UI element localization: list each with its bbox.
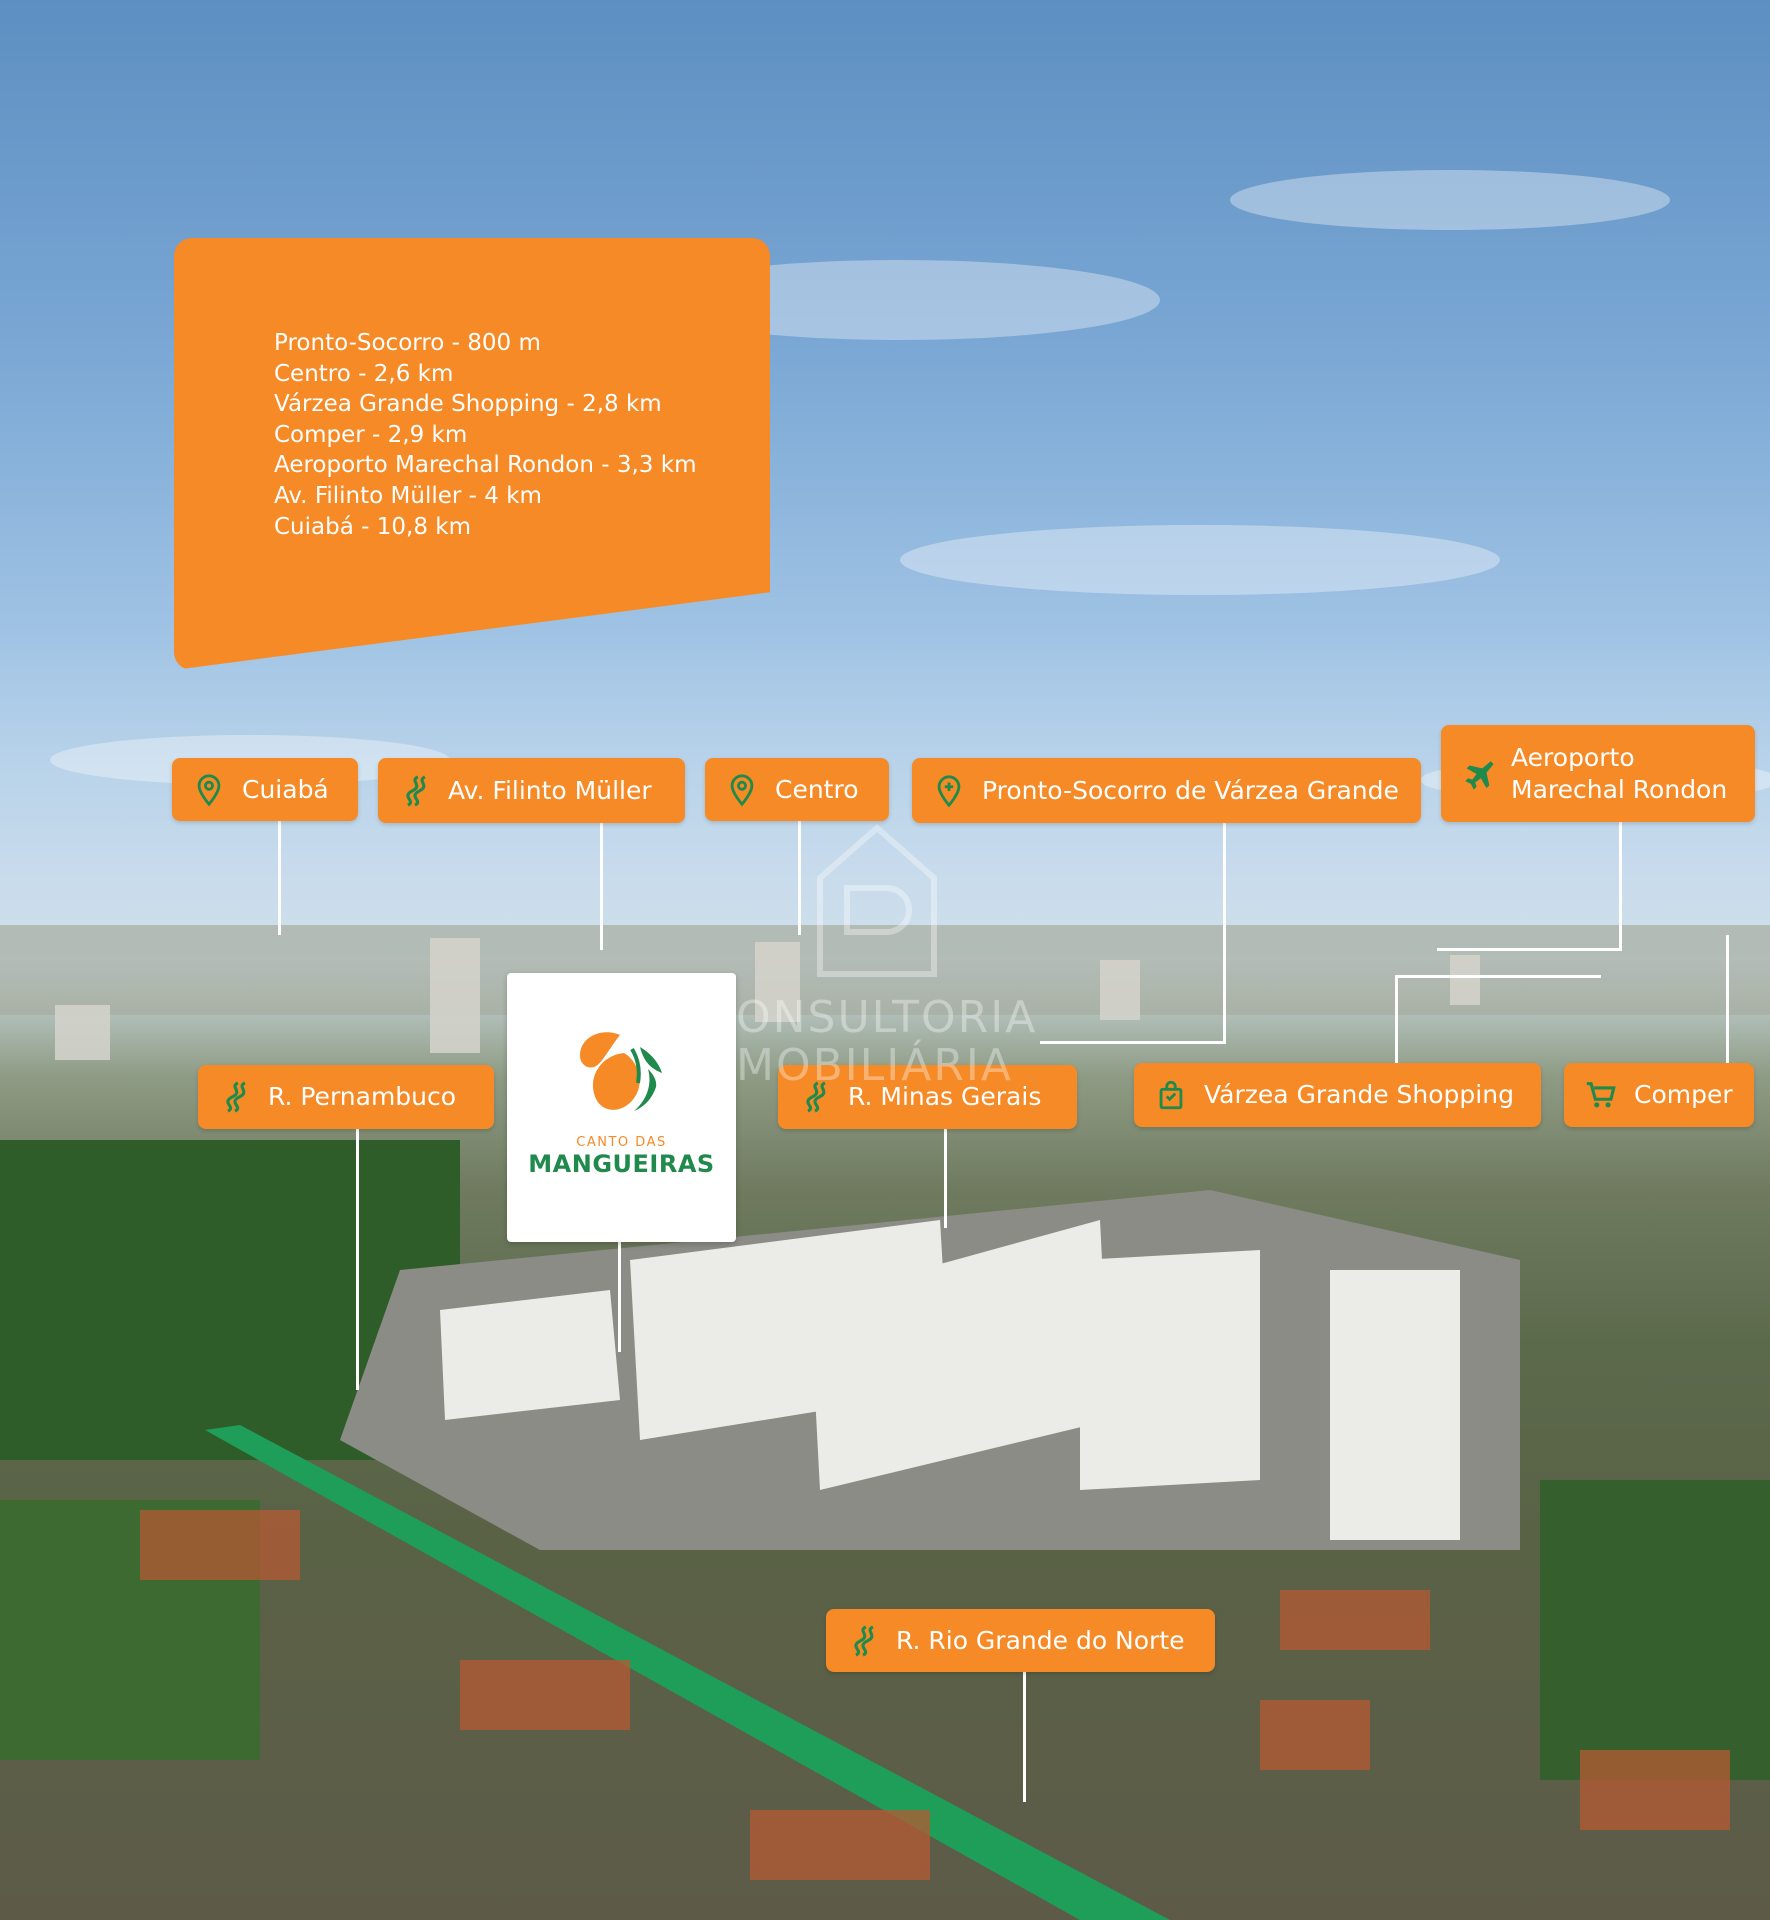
distance-item: Av. Filinto Müller - 4 km xyxy=(274,482,542,509)
tag-label: Cuiabá xyxy=(242,774,329,804)
leader-line-centro xyxy=(798,820,801,935)
tag-label-multiline: Aeroporto Marechal Rondon xyxy=(1511,742,1727,806)
leader-line-shopping-h xyxy=(1395,975,1601,978)
tag-r-pernambuco: R. Pernambuco xyxy=(198,1065,494,1129)
distance-info-panel xyxy=(174,238,770,670)
distance-item: Aeroporto Marechal Rondon - 3,3 km xyxy=(274,452,697,479)
logo-top-text: CANTO DAS xyxy=(576,1135,667,1150)
tag-label-line: Marechal Rondon xyxy=(1511,774,1728,804)
distance-item: Centro - 2,6 km xyxy=(274,360,454,387)
distance-item: Pronto-Socorro - 800 m xyxy=(274,330,541,356)
tag-label: Várzea Grande Shopping xyxy=(1204,1080,1514,1109)
leader-line-comper xyxy=(1726,935,1729,1065)
airplane-icon xyxy=(1459,755,1497,793)
leader-line-pronto-socorro xyxy=(1223,822,1226,1044)
tag-label: Av. Filinto Müller xyxy=(448,775,652,805)
distance-list: Pronto-Socorro - 800 m Centro - 2,6 km V… xyxy=(274,328,696,542)
tag-r-minas-gerais: R. Minas Gerais xyxy=(778,1065,1077,1129)
distance-item: Comper - 2,9 km xyxy=(274,421,468,448)
location-pin-icon xyxy=(723,771,761,809)
hospital-pin-icon xyxy=(930,772,968,810)
leader-line-pernambuco xyxy=(356,1128,359,1390)
watermark-line: MOBILIÁRIA xyxy=(736,1040,1013,1091)
leader-line-mangueiras xyxy=(618,1242,621,1352)
leader-line-filinto-muller xyxy=(600,822,603,950)
tag-label: Pronto-Socorro de Várzea Grande xyxy=(982,775,1399,805)
watermark-line: ONSULTORIA xyxy=(736,992,1038,1043)
tag-pronto-socorro: Pronto-Socorro de Várzea Grande xyxy=(912,758,1421,823)
shopping-bag-icon xyxy=(1152,1076,1190,1114)
tag-varzea-grande-shopping: Várzea Grande Shopping xyxy=(1134,1063,1541,1127)
distance-item: Várzea Grande Shopping - 2,8 km xyxy=(274,391,662,418)
tag-label: Centro xyxy=(775,774,859,804)
leader-line-aeroporto-h xyxy=(1437,948,1622,951)
tag-label: R. Minas Gerais xyxy=(848,1082,1042,1111)
tag-label-line: Aeroporto xyxy=(1511,742,1635,772)
tag-label: R. Pernambuco xyxy=(268,1082,457,1111)
mango-logo-icon xyxy=(579,1032,662,1111)
tag-r-rio-grande-do-norte: R. Rio Grande do Norte xyxy=(826,1609,1215,1672)
road-icon xyxy=(396,772,434,810)
tag-label: Comper xyxy=(1634,1080,1733,1109)
logo-main-text: MANGUEIRAS xyxy=(528,1150,715,1178)
tag-av-filinto-muller: Av. Filinto Müller xyxy=(378,758,685,823)
tag-cuiaba: Cuiabá xyxy=(172,758,358,821)
shopping-cart-icon xyxy=(1582,1076,1620,1114)
road-icon xyxy=(796,1078,834,1116)
tag-aeroporto: Aeroporto Marechal Rondon xyxy=(1441,725,1755,822)
road-icon xyxy=(844,1622,882,1660)
leader-line-aeroporto xyxy=(1619,822,1622,951)
leader-line-rio-grande-norte xyxy=(1023,1670,1026,1802)
tag-centro: Centro xyxy=(705,758,889,821)
location-pin-icon xyxy=(190,771,228,809)
leader-line-minas-gerais xyxy=(944,1128,947,1228)
tag-comper: Comper xyxy=(1564,1063,1754,1127)
watermark-house-icon xyxy=(817,824,937,977)
leader-line-cuiaba xyxy=(278,820,281,935)
watermark-text: ONSULTORIA MOBILIÁRIA xyxy=(736,994,1037,1090)
leader-line-pronto-socorro-h xyxy=(1040,1041,1226,1044)
tag-label: R. Rio Grande do Norte xyxy=(896,1625,1185,1655)
distance-item: Cuiabá - 10,8 km xyxy=(274,513,471,540)
canto-das-mangueiras-logo-card: CANTO DAS MANGUEIRAS xyxy=(507,973,736,1242)
road-icon xyxy=(216,1078,254,1116)
leader-line-shopping xyxy=(1395,976,1398,1066)
